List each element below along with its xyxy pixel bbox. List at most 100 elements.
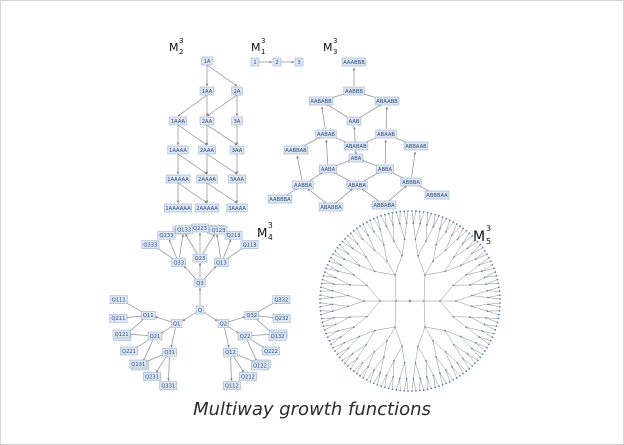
m5-edge (486, 317, 498, 323)
node-Q212: Q212 (239, 372, 257, 381)
node-AABABB: AABABB (308, 96, 334, 106)
svg-text:Q113: Q113 (243, 242, 257, 248)
edge (206, 94, 238, 117)
node-Q12: Q12 (223, 347, 238, 357)
m5-edge (353, 316, 367, 328)
m5-vertex (338, 243, 341, 246)
m5-edge (384, 375, 387, 388)
edge (307, 188, 328, 205)
m5-edge (377, 217, 381, 229)
node-Q113: Q113 (240, 240, 259, 249)
svg-text:Q3: Q3 (196, 281, 203, 287)
svg-text:M: M (323, 41, 333, 54)
m5-edge (482, 268, 494, 272)
m5-edge (467, 241, 478, 249)
svg-text:Q332: Q332 (274, 298, 288, 304)
m5-edge (337, 270, 354, 276)
m5-edge (469, 277, 485, 286)
node-ABBA: ABBA (376, 164, 394, 174)
m5-edge (332, 295, 349, 298)
edge (202, 233, 215, 255)
m5-vertex (498, 305, 501, 308)
m5-edge (392, 360, 395, 378)
m5-edge (439, 217, 443, 229)
m5-edge (439, 218, 447, 230)
m5-edge (362, 351, 375, 364)
svg-text:Q112: Q112 (225, 383, 239, 389)
m5-vertex (321, 321, 324, 324)
m5-edge (425, 224, 428, 242)
m5-vertex (471, 235, 474, 237)
m5-vertex (336, 246, 339, 249)
node-2A: 2A (231, 86, 243, 96)
m5-vertex (434, 386, 437, 389)
m5-edge (424, 261, 434, 276)
svg-text:Q11: Q11 (143, 313, 154, 319)
node-1: 1 (250, 57, 260, 67)
m5-vertex (323, 271, 326, 273)
svg-text:Q1: Q1 (173, 321, 180, 327)
m5-edge (475, 250, 485, 260)
m5-edge (353, 274, 367, 286)
m5-edge (403, 378, 407, 391)
edge (206, 124, 238, 146)
node-2AA: 2AA (199, 116, 215, 126)
m5-vertex (426, 388, 429, 391)
m5-edge (363, 223, 369, 236)
m5-edge (347, 253, 360, 266)
m5-edge (462, 358, 473, 367)
m5-vertex (499, 298, 501, 300)
m5-vertex (328, 339, 331, 342)
node-1A: 1A (201, 56, 213, 66)
m5-edge (329, 336, 341, 342)
svg-text:1: 1 (253, 60, 256, 66)
m5-edge (337, 348, 349, 355)
edge (225, 247, 245, 261)
node-ABABAB: ABABAB (343, 141, 369, 151)
m5-vertex (319, 290, 322, 293)
m5-vertex (459, 374, 461, 377)
m5-edge (433, 215, 440, 227)
m5-edge (384, 214, 387, 227)
svg-text:M: M (251, 41, 261, 54)
node-1AAAAA: 1AAAAA (165, 174, 191, 184)
m5-edge (460, 258, 476, 266)
label-m4: M 3 4 (257, 221, 273, 242)
svg-text:ABBA: ABBA (378, 167, 393, 173)
m5-edge (366, 370, 375, 381)
edge (255, 301, 276, 314)
m5-edge (453, 243, 463, 258)
node-1AAAAAA: 1AAAAAA (164, 203, 192, 213)
node-Q111: Q111 (109, 295, 128, 305)
m5-vertex (399, 389, 402, 392)
edge (144, 353, 166, 363)
svg-text:3: 3 (333, 37, 337, 45)
m5-edge (486, 279, 498, 285)
m5-edge (426, 213, 432, 225)
m5-vertex (495, 325, 498, 328)
m5-vertex (326, 336, 329, 339)
m5-edge (471, 290, 488, 296)
m5-edge (417, 326, 426, 347)
m5-edge (481, 264, 493, 272)
m5-edge (423, 275, 426, 302)
m5-edge (386, 360, 395, 376)
m5-vertex (497, 317, 500, 320)
svg-text:M: M (473, 229, 485, 245)
node-Q21: Q21 (147, 331, 163, 341)
edge (127, 318, 145, 334)
m5-edge (406, 378, 409, 392)
m5-edge (469, 316, 485, 325)
edge (255, 318, 273, 334)
edge (170, 328, 176, 348)
m5-vertex (468, 367, 471, 370)
m5-vertex (341, 359, 344, 362)
m5-edge (453, 344, 463, 359)
m5-edge (467, 353, 478, 361)
m5-edge (411, 210, 414, 224)
m5-edge (383, 244, 388, 262)
node-Q123: Q123 (209, 225, 228, 235)
node-Q33: Q33 (171, 258, 186, 267)
m5-edge (342, 241, 353, 249)
